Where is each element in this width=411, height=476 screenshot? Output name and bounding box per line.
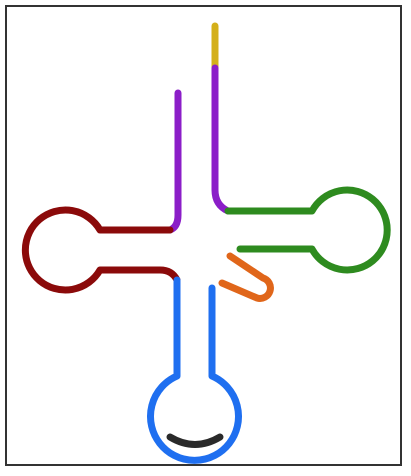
acceptor-stem-left-strand <box>170 93 178 230</box>
anticodon-arm-strand <box>151 280 239 460</box>
d-arm-strand <box>25 210 177 290</box>
t-arm-strand <box>228 190 387 270</box>
acceptor-stem-right-strand <box>215 68 228 211</box>
anticodon-strand <box>170 437 220 445</box>
variable-loop-strand <box>222 256 270 298</box>
